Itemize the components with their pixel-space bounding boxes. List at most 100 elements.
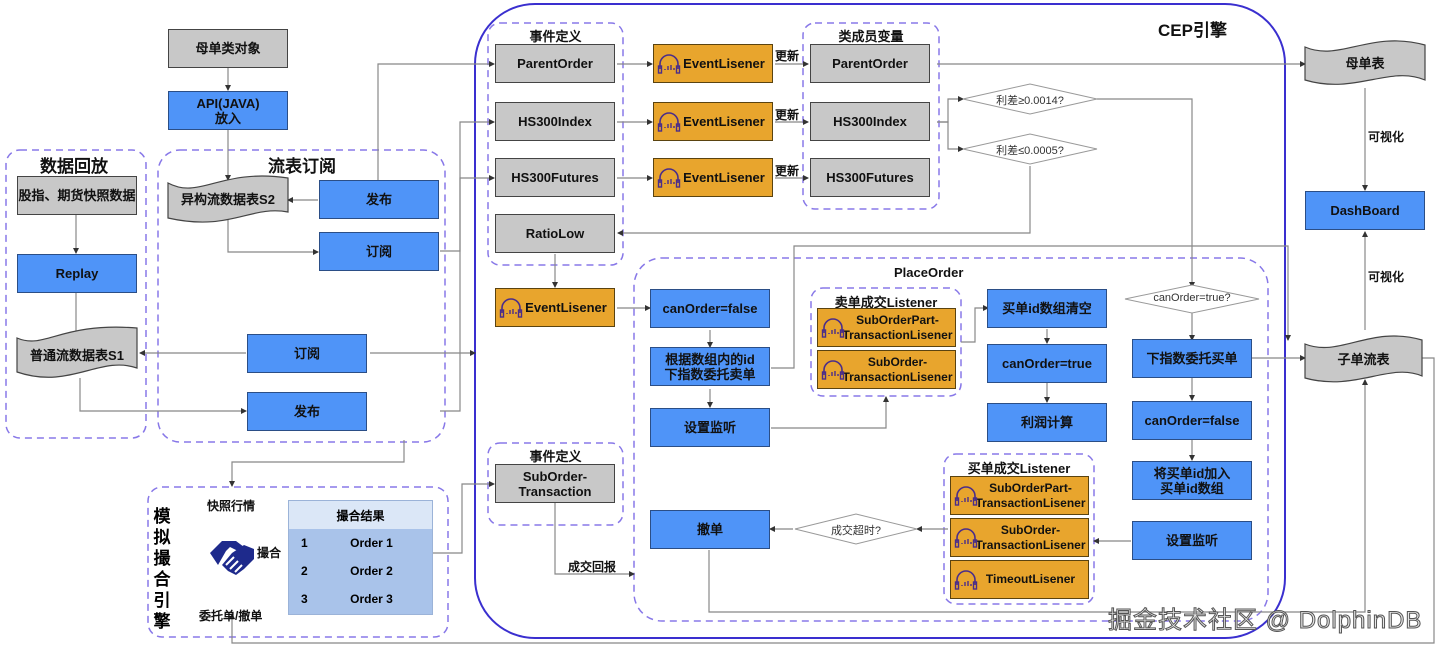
node-var-hs300-index[interactable]: HS300Index [810,102,930,141]
node-evt-parent-order[interactable]: ParentOrder [495,44,615,83]
node-evt-ratio-low[interactable]: RatioLow [495,214,615,253]
node-label: HS300Index [833,114,907,129]
wave-table-s2 [167,175,289,223]
handshake-icon [210,541,254,575]
edge-label-update-3: 更新 [775,164,800,178]
node-buy-full-listener[interactable]: SubOrder- TransactionLisener [950,518,1089,557]
node-can-order-false-2[interactable]: canOrder=false [1132,401,1252,440]
node-label: 买单id数组清空 [1002,301,1092,316]
node-label: 设置监听 [1165,533,1218,548]
node-parent-class[interactable]: 母单类对象 [168,29,288,68]
node-stream-s2[interactable]: 异构流数据表S2 [168,186,288,212]
node-label: RatioLow [525,226,585,241]
node-sell-index-order[interactable]: 根据数组内的id 下指数委托卖单 [650,347,770,386]
headphones-icon [821,359,845,380]
node-var-parent-order[interactable]: ParentOrder [810,44,930,83]
node-label: Replay [55,266,99,281]
group-title-sell-listener: 卖单成交Listener [834,295,938,310]
node-label: canOrder=false [1144,413,1240,428]
node-label: EventLisener [683,56,765,71]
decision-label-timeout: 成交超时? [830,525,882,537]
node-listener-1[interactable]: EventLisener [653,44,773,83]
node-set-listen-1[interactable]: 设置监听 [650,408,770,447]
node-replay[interactable]: Replay [17,254,137,293]
node-label: EventLisener [525,300,607,315]
node-label: 子单流表 [1337,351,1390,367]
node-label: 母单类对象 [195,41,261,56]
edge-label-update-2: 更新 [775,108,800,122]
wave-table-s1 [16,326,138,378]
node-buy-index-order[interactable]: 下指数委托买单 [1132,339,1252,378]
match-table-header: 撮合结果 [289,501,432,529]
edges [73,61,1435,644]
cep-engine-boundary [474,3,1286,639]
node-sub-order-table[interactable]: 子单流表 [1305,346,1422,372]
node-evt-sub-order-tx[interactable]: SubOrder- Transaction [495,464,615,503]
group-title-member-vars: 类成员变量 [838,29,904,44]
decision-spread-high [962,83,1098,115]
node-api-java[interactable]: API(JAVA) 放入 [168,91,288,130]
group-title-buy-listener: 买单成交Listener [967,461,1071,476]
node-subscribe-top[interactable]: 订阅 [319,232,439,271]
node-var-hs300-futures[interactable]: HS300Futures [810,158,930,197]
node-label: SubOrder- TransactionLisener [842,354,953,384]
node-parent-table[interactable]: 母单表 [1305,50,1425,76]
node-sell-part-listener[interactable]: SubOrderPart- TransactionLisener [817,308,956,347]
node-publish-bottom[interactable]: 发布 [247,392,367,431]
decision-spread-low [962,133,1098,165]
node-add-buy-id[interactable]: 将买单id加入 买单id数组 [1132,461,1252,500]
node-label: 根据数组内的id 下指数委托卖单 [664,351,756,382]
node-label: 订阅 [365,244,392,259]
node-label: SubOrder- TransactionLisener [975,522,1086,552]
node-label: API(JAVA) 放入 [196,95,260,126]
node-label: ParentOrder [832,56,908,71]
node-sell-full-listener[interactable]: SubOrder- TransactionLisener [817,350,956,389]
row-order: Order 1 [350,536,393,550]
node-listener-4[interactable]: EventLisener [495,288,615,327]
headphones-icon [657,53,681,74]
row-index: 3 [301,592,308,606]
row-index: 1 [301,536,308,550]
node-label: ParentOrder [517,56,593,71]
table-row: 3 Order 3 [289,585,432,613]
node-label: 订阅 [293,346,320,361]
node-can-order-false-1[interactable]: canOrder=false [650,289,770,328]
node-can-order-true[interactable]: canOrder=true [987,344,1107,383]
watermark: 掘金技术社区 @ DolphinDB [1107,607,1423,635]
node-evt-hs300-futures[interactable]: HS300Futures [495,158,615,197]
group-title-cep: CEP引擎 [1158,21,1227,40]
row-order: Order 3 [350,592,393,606]
node-buy-part-listener[interactable]: SubOrderPart- TransactionLisener [950,476,1089,515]
node-profit-calc[interactable]: 利润计算 [987,403,1107,442]
node-evt-hs300-index[interactable]: HS300Index [495,102,615,141]
wave-table-parent [1304,40,1426,85]
wave-table-sub-order [1304,335,1423,383]
group-match-engine [147,486,449,638]
group-title-place-order: PlaceOrder [894,265,964,280]
group-subscribe [157,149,446,443]
node-subscribe-bottom[interactable]: 订阅 [247,334,367,373]
node-listener-2[interactable]: EventLisener [653,102,773,141]
node-set-listen-2[interactable]: 设置监听 [1132,521,1252,560]
node-stream-s1[interactable]: 普通流数据表S1 [17,340,137,370]
edge-label-tx-report: 成交回报 [568,560,617,574]
node-label: TimeoutLisener [985,572,1076,586]
edge-label-order-cancel: 委托单/撤单 [199,609,263,623]
node-publish-top[interactable]: 发布 [319,180,439,219]
node-dashboard[interactable]: DashBoard [1305,191,1425,230]
node-listener-3[interactable]: EventLisener [653,158,773,197]
group-replay [5,149,147,439]
node-timeout-listener[interactable]: TimeoutLisener [950,560,1089,599]
headphones-icon [821,317,845,338]
headphones-icon [954,569,978,590]
node-label: SubOrder- Transaction [518,468,592,499]
node-cancel-order[interactable]: 撤单 [650,510,770,549]
group-title-event-def-bottom: 事件定义 [529,449,582,464]
node-snapshot-data[interactable]: 股指、期货快照数据 [17,176,137,215]
node-clear-buy-ids[interactable]: 买单id数组清空 [987,289,1107,328]
edge-label-update-1: 更新 [775,49,800,63]
node-label: 发布 [293,404,320,419]
node-label: 发布 [365,192,392,207]
headphones-icon [954,527,978,548]
